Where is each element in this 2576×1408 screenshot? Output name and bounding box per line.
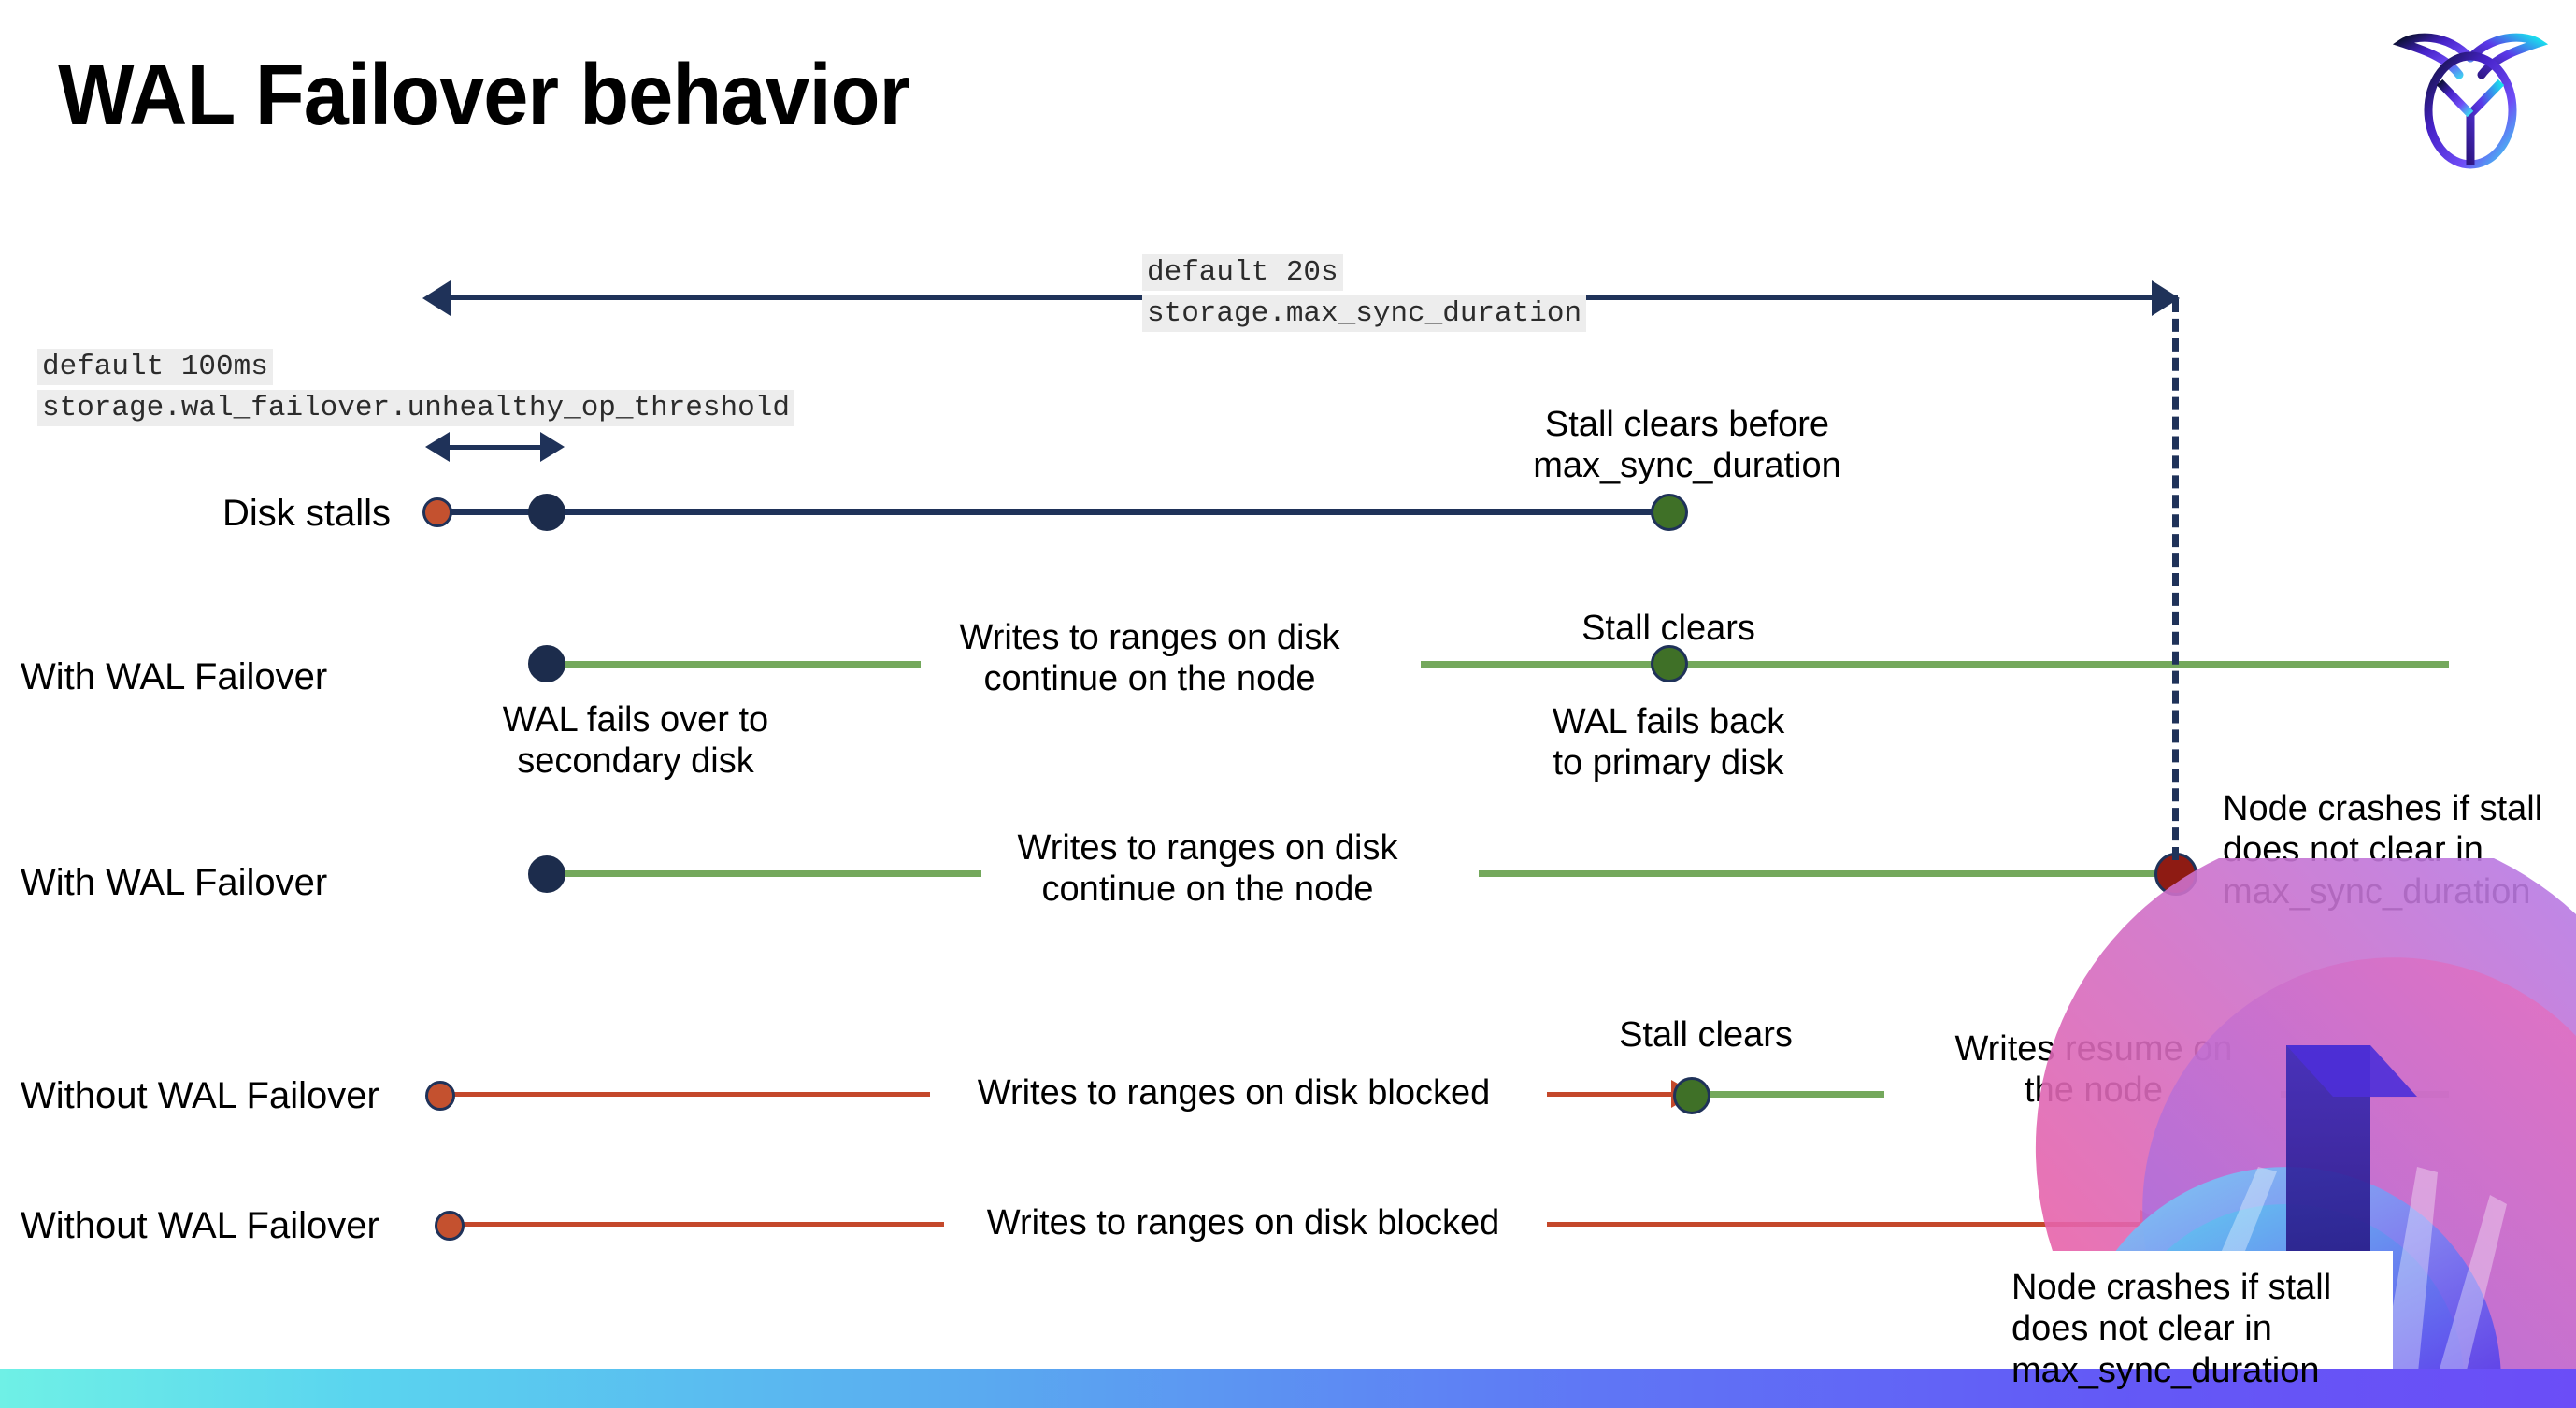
without-failover-2-blocked-line-a — [453, 1222, 944, 1227]
without-failover-1-resume-line-far — [2281, 1091, 2449, 1098]
annotation-writes-continue-2: Writes to ranges on disk continue on the… — [1017, 828, 1398, 910]
with-failover-2-timeline-right — [1479, 870, 2170, 877]
max-sync-duration-setting-label: storage.max_sync_duration — [1142, 295, 1587, 332]
cockroachdb-logo-icon — [2391, 24, 2550, 174]
threshold-span-left-arrowhead — [425, 432, 450, 462]
without-failover-2-stall-dot[interactable] — [435, 1211, 465, 1241]
without-failover-2-crash-dot[interactable] — [2159, 1206, 2198, 1245]
with-failover-1-timeline-right — [1421, 661, 2449, 668]
max-sync-duration-default-label: default 20s — [1142, 254, 1343, 291]
with-failover-2-failover-dot[interactable] — [528, 855, 565, 893]
unhealthy-op-threshold-default-label: default 100ms — [37, 349, 273, 385]
annotation-node-crashes-1: Node crashes if stall does not clear in … — [2223, 789, 2543, 912]
disk-stall-clear-dot[interactable] — [1651, 494, 1688, 531]
row-label-with-wal-failover-2: With WAL Failover — [21, 862, 328, 903]
row-label-disk-stalls: Disk stalls — [222, 493, 392, 534]
unhealthy-op-threshold-setting-label: storage.wal_failover.unhealthy_op_thresh… — [37, 390, 794, 426]
without-failover-1-blocked-line-b — [1547, 1092, 1682, 1097]
bottom-gradient-bar — [0, 1369, 2576, 1408]
row-label-without-wal-failover-2: Without WAL Failover — [21, 1205, 379, 1246]
without-failover-1-blocked-line-a — [444, 1092, 930, 1097]
without-failover-1-stall-dot[interactable] — [425, 1081, 455, 1111]
without-failover-1-resume-line — [1707, 1091, 1884, 1098]
annotation-writes-resume: Writes resume on the node — [1954, 1029, 2233, 1111]
annotation-writes-blocked-1: Writes to ranges on disk blocked — [977, 1073, 1491, 1113]
annotation-wal-fails-back: WAL fails back to primary disk — [1552, 702, 1785, 783]
annotation-writes-continue-1: Writes to ranges on disk continue on the… — [959, 618, 1340, 699]
with-failover-1-failover-dot[interactable] — [528, 645, 565, 682]
top-span-left-arrowhead — [422, 280, 451, 316]
annotation-stall-clears-before: Stall clears before max_sync_duration — [1533, 405, 1841, 486]
max-sync-duration-dashed-connector — [2172, 299, 2179, 860]
with-failover-1-timeline-left — [542, 661, 921, 668]
annotation-writes-blocked-2: Writes to ranges on disk blocked — [986, 1203, 1500, 1243]
annotation-node-crashes-2: Node crashes if stall does not clear in … — [2011, 1268, 2332, 1390]
disk-stall-failover-dot[interactable] — [528, 494, 565, 531]
disk-stalls-timeline — [432, 509, 1675, 515]
without-failover-1-clear-dot[interactable] — [1673, 1077, 1710, 1114]
threshold-span-line — [447, 445, 545, 450]
without-failover-2-blocked-line-b — [1547, 1222, 2153, 1227]
with-failover-1-clear-dot[interactable] — [1651, 645, 1688, 682]
row-label-without-wal-failover-1: Without WAL Failover — [21, 1075, 379, 1116]
annotation-stall-clears-1: Stall clears — [1581, 609, 1755, 648]
annotation-stall-clears-2: Stall clears — [1619, 1015, 1793, 1055]
annotation-wal-fails-over: WAL fails over to secondary disk — [502, 700, 769, 782]
row-label-with-wal-failover-1: With WAL Failover — [21, 656, 328, 697]
page-title: WAL Failover behavior — [58, 46, 910, 143]
threshold-span-right-arrowhead — [540, 432, 565, 462]
disk-stall-start-dot[interactable] — [422, 497, 452, 527]
with-failover-2-timeline-left — [542, 870, 981, 877]
